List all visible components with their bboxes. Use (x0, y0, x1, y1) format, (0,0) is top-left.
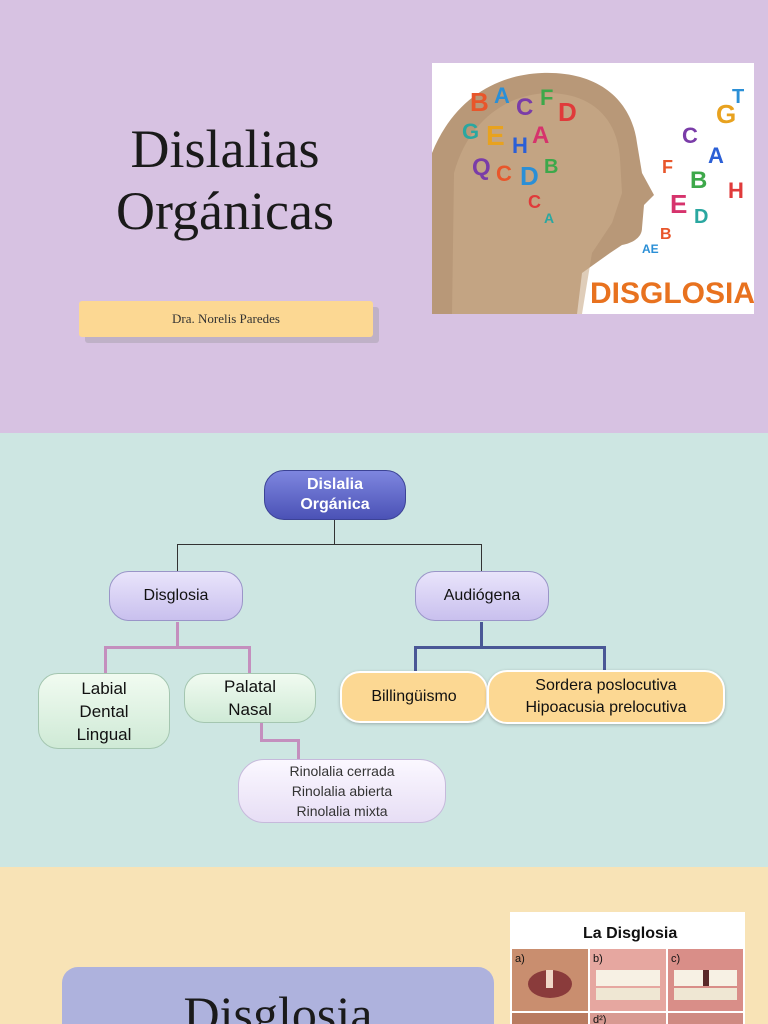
svg-text:E: E (486, 120, 505, 151)
svg-text:B: B (660, 226, 672, 243)
connector-to-bilinguismo (414, 646, 417, 673)
palatal-line-2: Nasal (228, 700, 272, 719)
svg-text:C: C (496, 161, 512, 186)
node-labial-dental-lingual[interactable]: Labial Dental Lingual (38, 673, 170, 749)
connector-to-labial (104, 646, 107, 673)
photo-title: La Disglosia (583, 925, 677, 942)
svg-text:C: C (682, 123, 698, 148)
connector-root-vertical (334, 519, 335, 544)
svg-text:B: B (544, 156, 558, 178)
node-bilinguismo[interactable]: Billingüismo (340, 671, 488, 723)
connector-palatal-down (260, 723, 263, 742)
svg-text:A: A (708, 143, 724, 168)
bilinguismo-label: Billingüismo (371, 688, 457, 705)
labial-line-1: Labial (81, 678, 127, 698)
connector-disglosia-down (176, 622, 179, 647)
rinolalia-line-3: Rinolalia mixta (296, 803, 388, 819)
labial-line-3: Lingual (76, 724, 132, 744)
sordera-line-1: Sordera poslocutiva (535, 677, 677, 694)
connector-audiogena-down (480, 622, 483, 647)
node-disglosia[interactable]: Disglosia (109, 571, 243, 621)
svg-text:F: F (540, 85, 553, 110)
root-line-1: Dislalia (306, 476, 364, 493)
svg-text:T: T (732, 86, 744, 108)
photo-label-a: a) (515, 953, 525, 965)
photo-label-b: b) (593, 953, 603, 965)
photo-label-c: c) (671, 953, 680, 965)
svg-text:Q: Q (472, 154, 491, 181)
svg-text:AE: AE (642, 242, 659, 256)
node-rinolalia[interactable]: Rinolalia cerrada Rinolalia abierta Rino… (238, 759, 446, 823)
svg-text:D: D (520, 161, 539, 191)
rinolalia-line-1: Rinolalia cerrada (289, 763, 395, 779)
labial-line-2: Dental (79, 701, 129, 721)
slide-concept-map: Dislalia Orgánica Disglosia Audiógena La… (0, 433, 768, 867)
svg-text:D: D (558, 97, 577, 127)
slide-disglosia: Disglosia La Disglosia a) b) c) d²) (0, 867, 768, 1024)
svg-text:A: A (544, 210, 554, 226)
svg-text:B: B (470, 87, 489, 117)
node-palatal-nasal[interactable]: Palatal Nasal (184, 673, 316, 723)
svg-text:F: F (662, 157, 673, 177)
svg-text:H: H (512, 133, 528, 158)
connector-root-horizontal (177, 544, 482, 545)
connector-to-audiogena (481, 544, 482, 571)
title-box (62, 967, 494, 1024)
connector-to-palatal (248, 646, 251, 673)
svg-text:C: C (528, 192, 541, 212)
svg-text:C: C (516, 94, 533, 121)
author-box: Dra. Norelis Paredes (79, 301, 373, 337)
node-disglosia-label: Disglosia (143, 587, 209, 604)
slide-title-heading: Dislalias Orgánicas (60, 118, 390, 242)
svg-text:A: A (494, 83, 510, 108)
svg-text:H: H (728, 178, 744, 203)
author-name: Dra. Norelis Paredes (172, 311, 280, 326)
head-letters-image: B A C F D G E H A Q C D B C A AE B E (432, 72, 754, 314)
rinolalia-line-2: Rinolalia abierta (291, 783, 393, 799)
svg-text:D: D (694, 206, 708, 228)
node-dislalia-organica[interactable]: Dislalia Orgánica (264, 470, 406, 520)
node-audiogena-label: Audiógena (443, 587, 521, 604)
connector-to-sordera (603, 646, 606, 673)
node-sordera-hipoacusia[interactable]: Sordera poslocutiva Hipoacusia prelocuti… (487, 670, 725, 724)
svg-text:G: G (716, 99, 736, 129)
sordera-line-2: Hipoacusia prelocutiva (525, 699, 687, 716)
title-line-2: Orgánicas (116, 181, 334, 241)
svg-text:E: E (670, 189, 687, 219)
connector-palatal-horizontal (260, 739, 300, 742)
slide-title: Dislalias Orgánicas Dra. Norelis Paredes… (0, 0, 768, 433)
image-caption: DISGLOSIA (590, 277, 754, 310)
connector-to-disglosia (177, 544, 178, 571)
svg-text:A: A (532, 122, 549, 149)
slide-disglosia-title: Disglosia (183, 986, 373, 1024)
connector-disglosia-horizontal (104, 646, 251, 649)
disglosia-illustration: B A C F D G E H A Q C D B C A AE B E (432, 63, 754, 314)
svg-text:G: G (462, 119, 479, 144)
root-line-2: Orgánica (300, 496, 370, 513)
svg-text:B: B (690, 167, 707, 194)
palatal-line-1: Palatal (224, 677, 276, 696)
connector-audiogena-horizontal (414, 646, 606, 649)
disglosia-photo: La Disglosia a) b) c) d²) (510, 912, 745, 1024)
node-audiogena[interactable]: Audiógena (415, 571, 549, 621)
photo-label-d: d²) (593, 1014, 606, 1024)
connector-to-rinolalia (297, 739, 300, 761)
title-line-1: Dislalias (130, 119, 320, 179)
mouth-photo-collage: La Disglosia a) b) c) d²) (512, 925, 743, 1024)
